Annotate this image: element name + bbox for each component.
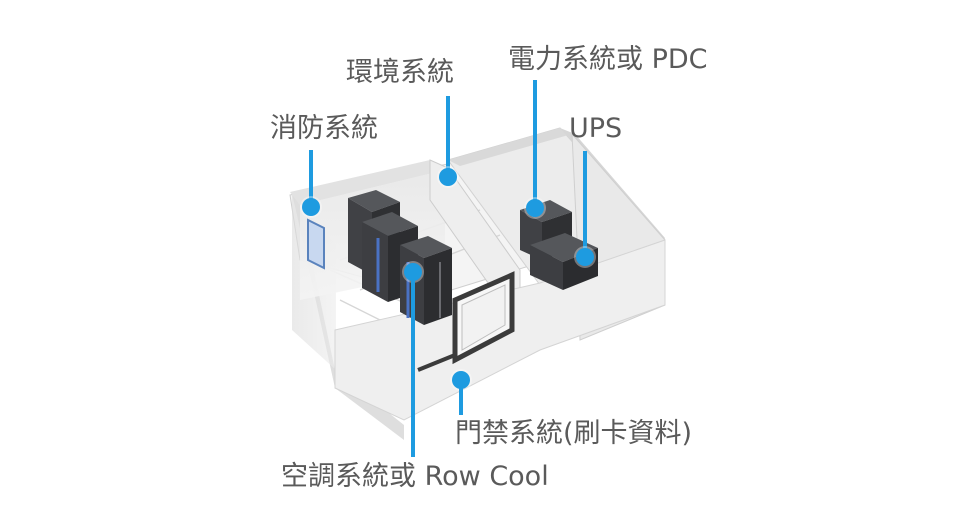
callout-dot-icon <box>526 199 544 217</box>
label-access-control: 門禁系統(刷卡資料) <box>455 418 693 449</box>
label-ups: UPS <box>569 113 623 144</box>
callout-dot-icon <box>576 248 594 266</box>
env-callout-line <box>446 96 450 174</box>
back-wall-left <box>290 160 445 205</box>
fire-panel <box>307 218 325 270</box>
callout-dot-icon <box>439 168 457 186</box>
access-callout-line <box>459 385 463 415</box>
label-fire-system: 消防系統 <box>270 113 378 144</box>
door <box>417 271 515 372</box>
label-air-conditioning: 空調系統或 Row Cool <box>281 461 549 492</box>
callout-dot-icon <box>302 198 320 216</box>
aircon-callout-line <box>411 277 415 457</box>
ups-callout-line <box>583 151 587 255</box>
label-environment-system: 環境系統 <box>346 57 454 88</box>
label-power-system: 電力系統或 PDC <box>508 44 708 75</box>
callout-dot-icon <box>452 371 470 389</box>
fire-callout-line <box>309 150 313 206</box>
back-wall-right-top <box>448 128 572 166</box>
power-callout-line <box>533 80 537 206</box>
callout-dot-icon <box>404 263 422 281</box>
